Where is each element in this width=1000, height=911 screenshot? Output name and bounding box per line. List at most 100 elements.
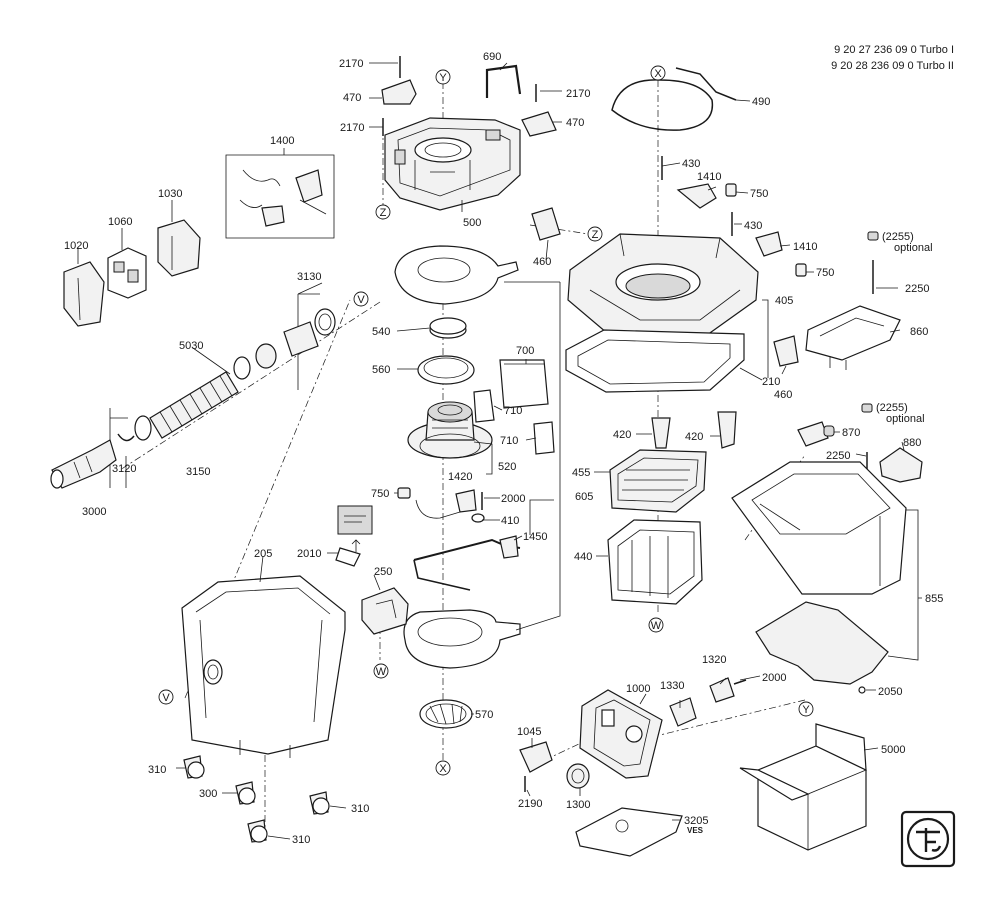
label-540: 540: [372, 326, 390, 338]
label-2255-a: (2255): [882, 231, 914, 243]
svg-text:Y: Y: [439, 72, 447, 84]
label-1030: 1030: [158, 188, 182, 200]
label-750-a: 750: [371, 488, 389, 500]
label-690: 690: [483, 51, 501, 63]
label-2010: 2010: [297, 548, 321, 560]
label-520: 520: [498, 461, 516, 473]
label-5000: 5000: [881, 744, 905, 756]
label-5030: 5030: [179, 340, 203, 352]
label-1045: 1045: [517, 726, 541, 738]
latch-470-left: [381, 79, 417, 105]
rating-label-2010: [335, 505, 373, 567]
label-optional-a: optional: [894, 242, 933, 254]
label-410: 410: [501, 515, 519, 527]
label-1020: 1020: [64, 240, 88, 252]
filter-455: [609, 449, 707, 513]
filter-710: [473, 389, 555, 455]
marker-z-right: Z: [587, 226, 603, 242]
cover-1030: [157, 219, 201, 277]
bracket-460-right: [773, 335, 799, 367]
label-2250-a: 2250: [905, 283, 929, 295]
basket-440: [607, 519, 703, 605]
label-optional-b: optional: [886, 413, 925, 425]
label-460-a: 460: [533, 256, 551, 268]
latch-470-right: [521, 111, 557, 137]
wire-490: [611, 67, 737, 131]
castor-310-front: [247, 819, 268, 843]
parts-1410-750-430: [661, 156, 807, 277]
svg-text:W: W: [376, 666, 387, 678]
marker-y-top: Y: [435, 69, 451, 85]
carton-5000: [739, 723, 867, 851]
gasket-210: [565, 329, 745, 393]
filter-700: [499, 359, 549, 409]
castor-310-left: [183, 755, 205, 779]
label-700: 700: [516, 345, 534, 357]
label-ves: VES: [687, 826, 704, 835]
label-300: 300: [199, 788, 217, 800]
marker-w-right: W: [648, 617, 664, 633]
svg-text:Y: Y: [802, 704, 810, 716]
handle-690: [485, 64, 522, 98]
filter-bag-3205: [575, 807, 683, 857]
castor-300: [235, 781, 256, 805]
label-2255-b: (2255): [876, 402, 908, 414]
svg-text:V: V: [357, 294, 365, 306]
castor-310-right: [309, 791, 330, 815]
bracket-1045: [519, 741, 553, 792]
label-210: 210: [762, 376, 780, 388]
label-420-a: 420: [613, 429, 631, 441]
control-board-1060: [107, 247, 147, 299]
label-430-a: 430: [682, 158, 700, 170]
small-parts-motor: [397, 487, 521, 591]
seal-plate: [394, 245, 519, 305]
label-880: 880: [903, 437, 921, 449]
screw-2255-top: [867, 231, 879, 294]
label-470-a: 470: [343, 92, 361, 104]
label-3205: 3205: [684, 815, 708, 827]
label-3120: 3120: [112, 463, 136, 475]
label-430-b: 430: [744, 220, 762, 232]
svg-text:V: V: [162, 692, 170, 704]
label-2190: 2190: [518, 798, 542, 810]
label-1420: 1420: [448, 471, 472, 483]
marker-w-left: W: [373, 663, 389, 679]
label-1300: 1300: [566, 799, 590, 811]
switch-1330: [669, 697, 697, 727]
svg-text:W: W: [651, 620, 662, 632]
hose-connectors: [117, 308, 336, 442]
container-205: [181, 575, 346, 758]
fein-logo: [900, 810, 956, 868]
label-2170-a: 2170: [339, 58, 363, 70]
float-420: [651, 411, 737, 449]
label-2000-b: 2000: [762, 672, 786, 684]
bracket-460-left: [531, 207, 561, 241]
marker-v-hose: V: [353, 291, 369, 307]
marker-v-container: V: [158, 689, 174, 705]
label-2250-b: 2250: [826, 450, 850, 462]
label-2170-c: 2170: [340, 122, 364, 134]
lid-frame-405: [567, 233, 759, 345]
label-2170-b: 2170: [566, 88, 590, 100]
latch-250: [361, 587, 409, 635]
label-870: 870: [842, 427, 860, 439]
switch-cover-1020: [63, 261, 105, 327]
model-number-turbo-2: 9 20 28 236 09 0 Turbo II: [831, 60, 954, 72]
label-3130: 3130: [297, 271, 321, 283]
label-1410-b: 1410: [793, 241, 817, 253]
svg-text:X: X: [654, 68, 662, 80]
holder-880: [879, 447, 923, 483]
marker-y-right: Y: [798, 701, 814, 717]
label-500: 500: [463, 217, 481, 229]
hose-3150: [149, 371, 239, 439]
knob-1300: [566, 763, 590, 789]
bracket-860: [805, 305, 901, 370]
model-number-turbo-1: 9 20 27 236 09 0 Turbo I: [834, 44, 954, 56]
screw-2255-lower: [861, 403, 873, 470]
marker-z-top: Z: [375, 204, 391, 220]
svg-text:Z: Z: [592, 229, 599, 241]
label-405: 405: [775, 295, 793, 307]
top-cover-855: [731, 461, 907, 595]
label-860: 860: [910, 326, 928, 338]
